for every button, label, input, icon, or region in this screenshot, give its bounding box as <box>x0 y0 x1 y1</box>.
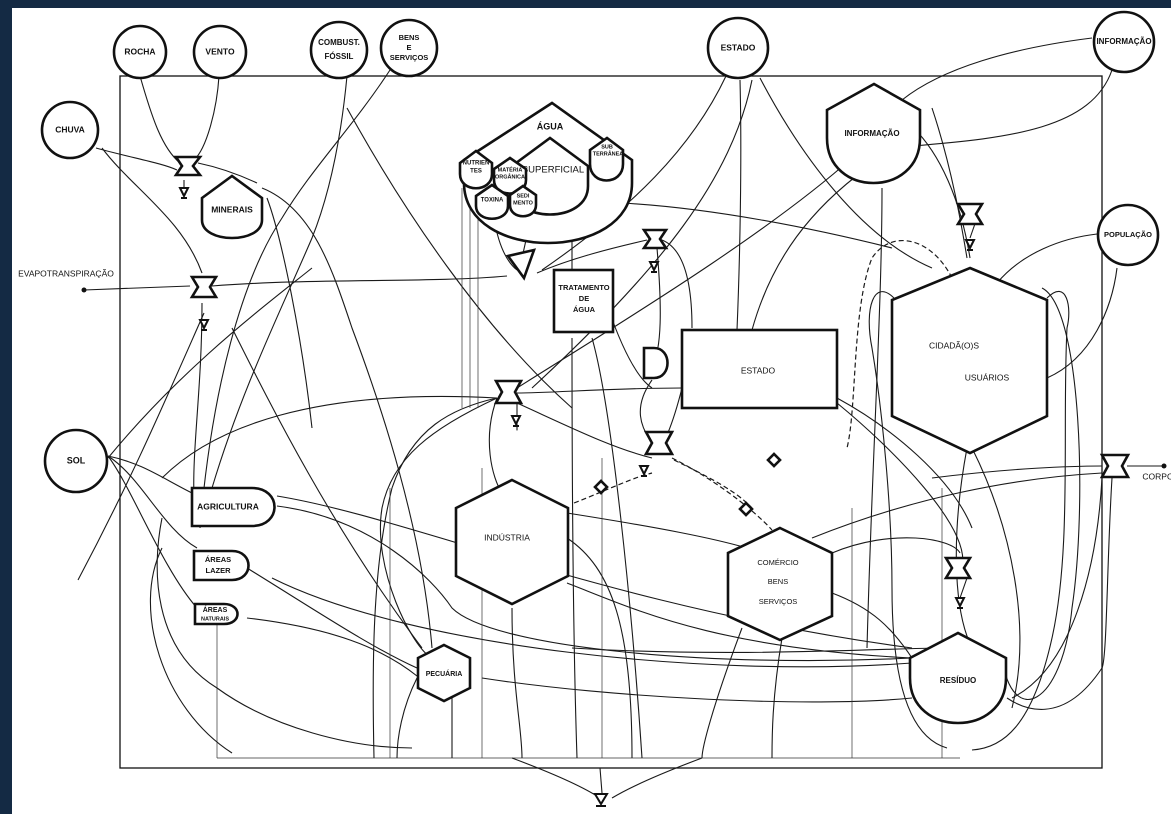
consumer-cidadaos-usuarios: CIDADÃ(O)S USUÁRIOS <box>890 266 1049 455</box>
storage-toxina-label: TOXINA <box>481 198 504 204</box>
source-rocha-label: ROCHA <box>124 46 155 56</box>
source-populacao-label: POPULAÇÃO <box>1104 230 1152 239</box>
areas-naturais-label-2: NATURAIS <box>201 616 229 622</box>
system-boundary <box>119 75 1103 769</box>
storage-materia-label-2: ORGÂNICA <box>495 173 525 180</box>
storage-nutrientes-label-2: TES <box>470 169 482 175</box>
tratamento-label-3: ÁGUA <box>573 305 596 314</box>
source-combustivel-label-1: COMBUST. <box>318 38 360 47</box>
source-populacao: POPULAÇÃO <box>1096 203 1160 267</box>
source-combustivel-label-2: FÓSSIL <box>325 52 354 61</box>
storage-subterranea: SUB TERRÂNEA <box>588 136 625 182</box>
comercio-label-2: BENS <box>768 577 788 586</box>
source-chuva: CHUVA <box>40 100 100 160</box>
storage-sedimento-label-2: MENTO <box>513 200 533 206</box>
diagram-canvas: ROCHA VENTO COMBUST. FÓSSIL BENS E SERVI… <box>12 8 1171 814</box>
source-estado: ESTADO <box>706 16 770 80</box>
industria-label: INDÚSTRIA <box>484 532 530 542</box>
comercio-label-3: SERVIÇOS <box>759 597 798 606</box>
consumer-industria: INDÚSTRIA <box>454 478 570 606</box>
source-bens-servicos: BENS E SERVIÇOS <box>379 18 439 78</box>
energy-systems-diagram: ROCHA VENTO COMBUST. FÓSSIL BENS E SERVI… <box>18 10 1171 807</box>
source-sol-label: SOL <box>67 455 86 465</box>
consumer-pecuaria: PECUÁRIA <box>416 643 472 703</box>
source-informacao: INFORMAÇÃO <box>1092 10 1156 74</box>
storage-residuo-label: RESÍDUO <box>940 676 976 685</box>
agricultura-label: AGRICULTURA <box>197 501 259 511</box>
source-combustivel-fossil: COMBUST. FÓSSIL <box>309 20 369 80</box>
storage-nutrientes-label-1: NUTRIEN <box>463 161 490 167</box>
storage-agua-label: ÁGUA <box>537 121 564 131</box>
pecuaria-label: PECUÁRIA <box>426 669 463 678</box>
areas-naturais-label-1: ÁREAS <box>203 605 228 614</box>
consumer-estado: ESTADO <box>680 328 839 410</box>
tratamento-label-1: TRATAMENTO <box>558 283 609 292</box>
consumer-estado-label: ESTADO <box>741 365 776 375</box>
storage-sedimento-label-1: SEDI <box>517 193 530 199</box>
comercio-label-1: COMÉRCIO <box>757 558 798 567</box>
storage-nutrientes: NUTRIEN TES <box>458 149 494 190</box>
areas-lazer-label-1: ÁREAS <box>205 555 231 564</box>
flow-evapotranspiracao-label: EVAPOTRANSPIRAÇÃO <box>18 268 114 278</box>
gate-symbol <box>642 346 669 380</box>
heat-sink-icons <box>178 187 976 807</box>
storage-subterranea-label-1: SUB <box>601 144 613 150</box>
inner-bottom-line <box>216 608 960 759</box>
producer-areas-naturais: ÁREAS NATURAIS <box>193 602 239 626</box>
amplifier-triangle <box>505 248 537 281</box>
cidadaos-label: CIDADÃ(O)S <box>929 340 979 350</box>
source-sol: SOL <box>43 428 109 494</box>
switch-diamonds <box>593 452 782 517</box>
storage-minerais: MINERAIS <box>200 174 264 240</box>
storage-informacao: INFORMAÇÃO <box>825 82 922 185</box>
storage-toxina: TOXINA <box>474 183 510 220</box>
flow-lines <box>77 37 1162 799</box>
evapotranspiracao-dot <box>81 287 87 293</box>
interaction-symbols <box>173 155 1131 580</box>
source-vento-label: VENTO <box>205 46 235 56</box>
source-bens-label-1: BENS <box>399 33 420 42</box>
usuarios-label: USUÁRIOS <box>965 372 1010 382</box>
producer-agricultura: AGRICULTURA <box>190 486 276 528</box>
source-bens-label-2: E <box>406 43 411 52</box>
source-vento: VENTO <box>192 24 248 80</box>
producer-areas-lazer: ÁREAS LAZER <box>192 549 250 582</box>
source-estado-label: ESTADO <box>721 42 756 52</box>
source-chuva-label: CHUVA <box>55 124 85 134</box>
consumer-comercio: COMÉRCIO BENS SERVIÇOS <box>726 526 834 642</box>
areas-lazer-label-2: LAZER <box>206 566 232 575</box>
source-informacao-label: INFORMAÇÃO <box>1096 37 1151 46</box>
source-bens-label-3: SERVIÇOS <box>390 53 429 62</box>
storage-sedimento: SEDI MENTO <box>508 184 538 218</box>
storage-residuo: RESÍDUO <box>908 631 1008 725</box>
storage-materia-label-1: MATÉRIA <box>498 165 523 173</box>
source-rocha: ROCHA <box>112 24 168 80</box>
storage-minerais-label: MINERAIS <box>211 204 253 214</box>
flow-corpo-label: CORPO <box>1142 471 1171 481</box>
tratamento-label-2: DE <box>579 294 589 303</box>
corpo-dot <box>1161 463 1167 469</box>
storage-informacao-label: INFORMAÇÃO <box>844 129 899 138</box>
storage-subterranea-label-2: TERRÂNEA <box>593 150 624 157</box>
consumer-tratamento-agua: TRATAMENTO DE ÁGUA <box>552 268 615 334</box>
storage-superficial-label: SUPERFICIAL <box>522 165 584 176</box>
